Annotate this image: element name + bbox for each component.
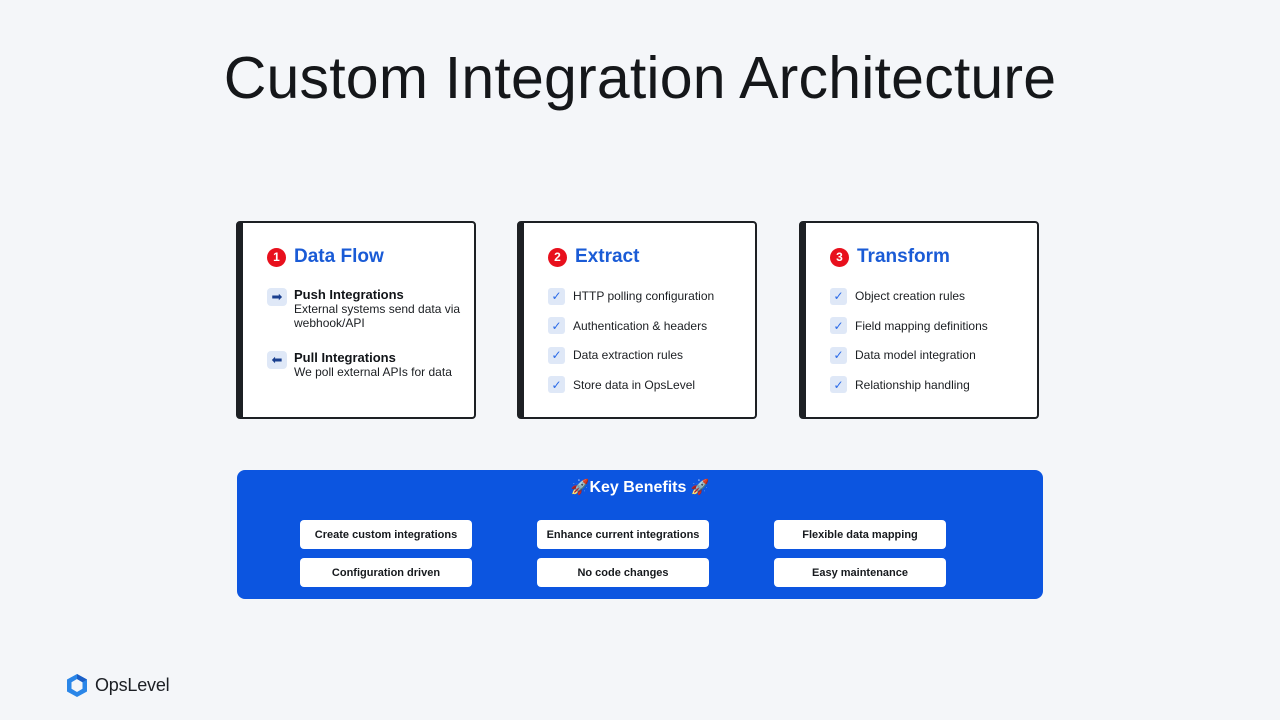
check-list: ✓ Object creation rules ✓ Field mapping de… [830, 287, 1037, 394]
benefits-title-text: Key Benefits [589, 479, 687, 496]
rocket-icon: 🚀 [570, 479, 590, 496]
card-header: 3 Transform [830, 245, 1037, 269]
opslevel-logo: OpsLevel [66, 673, 170, 698]
checkmark-icon: ✓ [548, 376, 565, 393]
benefit-pill: No code changes [537, 558, 709, 587]
checkmark-icon: ✓ [830, 346, 847, 364]
list-item: ✓ Field mapping definitions [830, 317, 1037, 335]
checkmark-icon: ✓ [548, 317, 565, 334]
card-title: Transform [857, 246, 950, 267]
check-list: ✓ HTTP polling configuration ✓ Authenticat… [548, 287, 755, 394]
benefit-pill: Create custom integrations [300, 520, 472, 549]
list-item: ✓ Store data in OpsLevel [548, 376, 755, 394]
arrow-left-icon: ⬅ [267, 351, 287, 369]
list-item-text: Store data in OpsLevel [573, 377, 696, 392]
benefit-pill: Flexible data mapping [774, 520, 946, 549]
list-item-text: HTTP polling configuration [573, 289, 715, 303]
step-number-badge: 1 [267, 247, 286, 267]
benefit-pill: Easy maintenance [774, 558, 946, 587]
card-header: 1 Data Flow [267, 245, 474, 269]
flow-item-push: ➡ Push Integrations External systems sen… [267, 287, 474, 330]
flow-item-pull: ⬅ Pull Integrations We poll external API… [267, 350, 474, 379]
card-title: Extract [575, 246, 640, 267]
card-data-flow: 1 Data Flow ➡ Push Integrations External… [236, 221, 476, 419]
brand-name: OpsLevel [95, 675, 170, 695]
checkmark-icon: ✓ [548, 346, 565, 364]
list-item: ✓ Data extraction rules [548, 346, 755, 364]
key-benefits-panel: 🚀Key Benefits 🚀 Create custom integratio… [237, 470, 1043, 599]
checkmark-icon: ✓ [830, 287, 847, 305]
flow-item-desc: We poll external APIs for data [294, 365, 452, 379]
flow-item-name: Pull Integrations [294, 350, 396, 365]
benefit-pill: Enhance current integrations [537, 520, 709, 549]
benefit-pill: Configuration driven [300, 558, 472, 587]
flow-item-name: Push Integrations [294, 287, 404, 302]
list-item-text: Data model integration [855, 348, 976, 362]
checkmark-icon: ✓ [830, 317, 847, 334]
list-item-text: Data extraction rules [573, 348, 684, 362]
checkmark-icon: ✓ [548, 287, 565, 305]
list-item: ✓ Authentication & headers [548, 317, 755, 335]
list-item-text: Object creation rules [855, 289, 966, 303]
opslevel-logo-icon [67, 674, 87, 697]
list-item-text: Relationship handling [855, 377, 970, 392]
list-item-text: Authentication & headers [573, 318, 708, 333]
arrow-right-icon: ➡ [267, 288, 287, 306]
step-number-badge: 3 [830, 247, 849, 267]
rocket-icon: 🚀 [686, 479, 710, 496]
list-item-text: Field mapping definitions [855, 318, 988, 333]
card-header: 2 Extract [548, 245, 755, 269]
list-item: ✓ Data model integration [830, 346, 1037, 364]
list-item: ✓ HTTP polling configuration [548, 287, 755, 305]
card-transform: 3 Transform ✓ Object creation rules ✓ Fiel… [799, 221, 1039, 419]
flow-item-desc: External systems send data via webhook/A… [294, 302, 461, 330]
benefits-title: 🚀Key Benefits 🚀 [237, 478, 1043, 497]
list-item: ✓ Relationship handling [830, 376, 1037, 394]
card-title: Data Flow [294, 246, 384, 267]
list-item: ✓ Object creation rules [830, 287, 1037, 305]
checkmark-icon: ✓ [830, 376, 847, 393]
card-extract: 2 Extract ✓ HTTP polling configuration ✓ A… [517, 221, 757, 419]
slide-title: Custom Integration Architecture [223, 45, 1057, 111]
step-number-badge: 2 [548, 247, 567, 267]
